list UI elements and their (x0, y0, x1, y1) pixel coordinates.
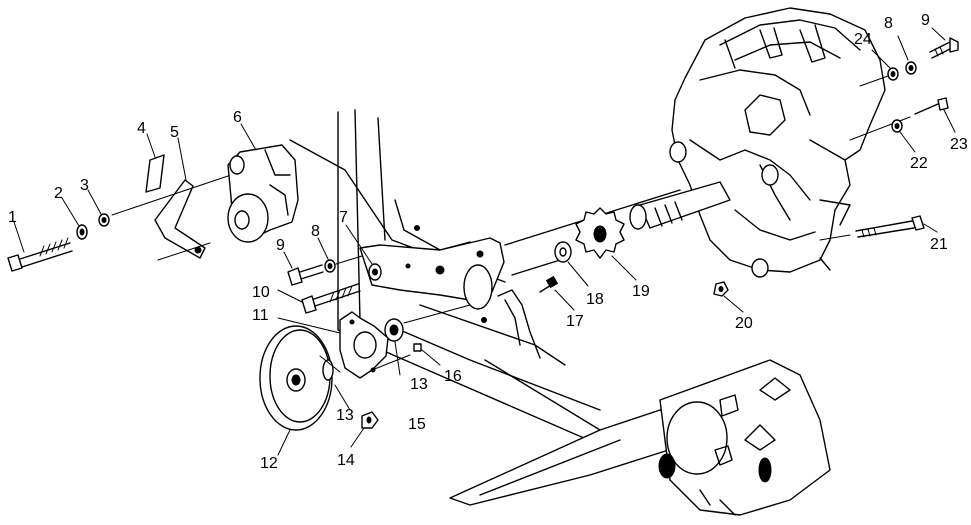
leader-lines (13, 27, 956, 456)
callout-20: 20 (735, 315, 753, 332)
callout-17: 17 (566, 313, 584, 330)
callout-9b: 9 (921, 12, 930, 29)
callout-13a: 13 (410, 376, 428, 393)
callout-3: 3 (80, 177, 89, 194)
engine-block (669, 7, 886, 278)
shim-4 (145, 154, 165, 193)
callout-19: 19 (632, 283, 650, 300)
bolt-9-left (287, 255, 363, 286)
plate-11 (339, 311, 389, 379)
pulley-12 (259, 325, 334, 431)
callout-4: 4 (137, 120, 146, 137)
callout-14: 14 (337, 452, 355, 469)
callout-6: 6 (233, 109, 242, 126)
callout-8a: 8 (311, 223, 320, 240)
sprocket (575, 207, 625, 259)
callout-5: 5 (170, 124, 179, 141)
bolt-17 (539, 275, 559, 293)
callout-22: 22 (910, 155, 928, 172)
washer-18 (554, 241, 572, 263)
bolt-1 (7, 237, 73, 272)
callout-21: 21 (930, 236, 948, 253)
callout-16: 16 (444, 368, 462, 385)
mounting-bracket (359, 225, 541, 359)
exhaust-muffler (449, 359, 831, 516)
drive-shaft (629, 181, 731, 230)
washers-8-24 (859, 61, 917, 87)
callout-11: 11 (252, 307, 269, 324)
spacer-13-15 (384, 304, 471, 342)
callout-13b: 13 (336, 407, 354, 424)
callout-9a: 9 (276, 237, 285, 254)
nut-14 (361, 411, 379, 429)
callout-18: 18 (586, 291, 604, 308)
callout-12: 12 (260, 455, 278, 472)
bracket-5 (154, 179, 211, 261)
nut-20 (713, 281, 729, 297)
nut-7 (368, 263, 382, 281)
bolt-10 (301, 283, 361, 314)
callout-2: 2 (54, 185, 63, 202)
callout-10: 10 (252, 284, 270, 301)
callout-23: 23 (950, 136, 968, 153)
callout-labels: 1 2 3 4 5 6 7 8 8 9 9 10 11 12 13 13 14 … (8, 12, 968, 472)
bolt-9-right (929, 37, 959, 59)
callout-15: 15 (408, 416, 426, 433)
starter-motor (227, 144, 299, 243)
callout-1: 1 (8, 209, 17, 226)
washer-22 (891, 119, 903, 133)
bolt-21 (819, 215, 925, 241)
callout-8b: 8 (884, 15, 893, 32)
callout-24: 24 (854, 31, 872, 48)
washers-2-3 (76, 175, 229, 240)
nut-16 (413, 343, 422, 352)
callout-7: 7 (339, 209, 348, 226)
